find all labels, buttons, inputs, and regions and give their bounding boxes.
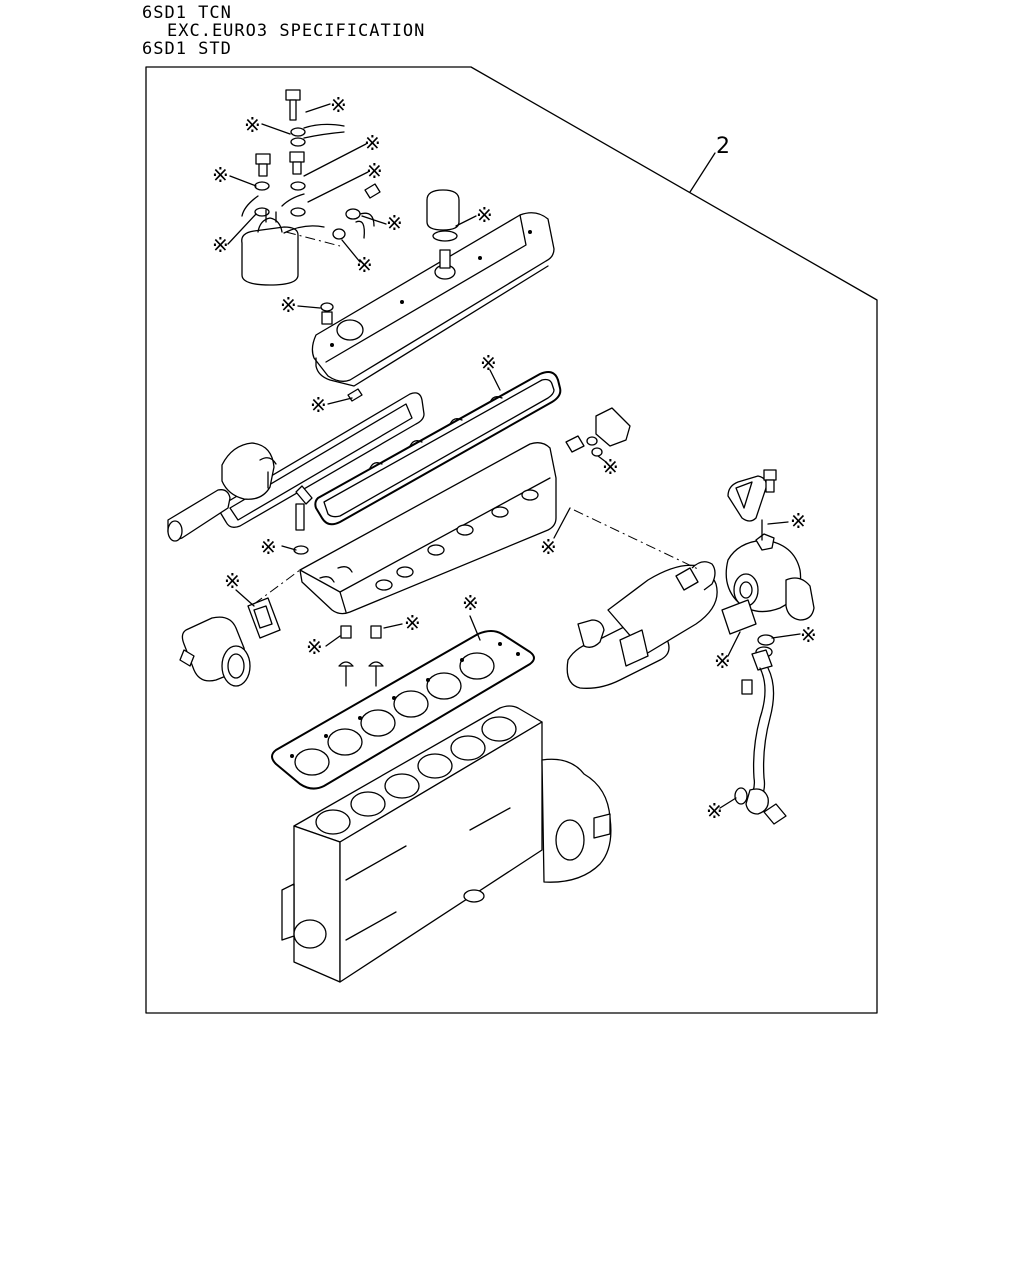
model-line-1: 6SD1 TCN [142,3,232,23]
rocker-cover-gasket [315,372,560,524]
cylinder-head [300,408,630,614]
callout-leader [690,153,715,192]
kit-marker: ※ [306,635,323,659]
kit-marker: ※ [706,799,723,823]
kit-marker: ※ [310,393,327,417]
spec-line: EXC.EURO3 SPECIFICATION [167,21,426,41]
kit-marker: ※ [224,569,241,593]
kit-marker: ※ [366,159,383,183]
kit-marker: ※ [386,211,403,235]
cylinder-head-gasket [272,631,534,789]
cylinder-block [282,706,611,982]
thermostat-housing [180,598,280,686]
valves [339,626,383,686]
turbocharger [722,470,814,634]
kit-marker: ※ [790,509,807,533]
marker-leaders [228,104,800,808]
intake-manifold [168,389,424,541]
kit-marker: ※ [476,203,493,227]
kit-marker: ※ [480,351,497,375]
kit-marker: ※ [714,649,731,673]
callout-number: 2 [716,134,730,159]
exhaust-manifold [567,562,717,689]
model-line-2: 6SD1 STD [142,39,232,59]
oil-filter-group [242,90,380,285]
kit-markers: ※ ※ ※ ※ ※ ※ ※ ※ ※ ※ ※ ※ ※ ※ ※ ※ ※ ※ ※ ※ … [212,93,817,823]
kit-marker: ※ [540,535,557,559]
kit-marker: ※ [260,535,277,559]
kit-marker: ※ [602,455,619,479]
kit-boundary-frame [146,67,877,1013]
kit-marker: ※ [364,131,381,155]
kit-marker: ※ [330,93,347,117]
kit-marker: ※ [212,163,229,187]
kit-marker: ※ [244,113,261,137]
kit-marker: ※ [280,293,297,317]
turbo-oil-pipe [735,635,786,824]
diagram-header: 6SD1 TCN EXC.EURO3 SPECIFICATION 6SD1 ST… [142,4,425,58]
kit-marker: ※ [800,623,817,647]
kit-marker: ※ [356,253,373,277]
rocker-cover [312,190,554,386]
injector [294,486,312,554]
kit-marker: ※ [462,591,479,615]
kit-marker: ※ [404,611,421,635]
kit-marker: ※ [212,233,229,257]
